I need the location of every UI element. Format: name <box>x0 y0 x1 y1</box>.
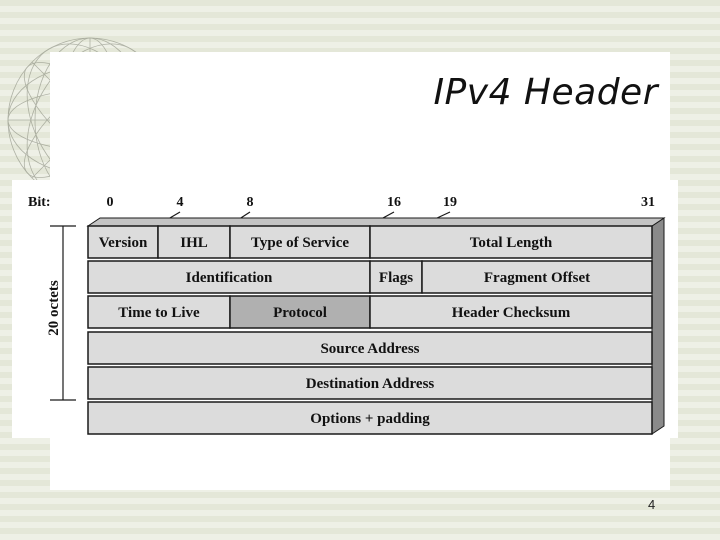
twenty-octets-label: 20 octets <box>46 280 62 336</box>
header-field-label: Source Address <box>320 341 419 357</box>
header-field-label: Protocol <box>273 305 327 321</box>
slide-title: IPv4 Header <box>433 72 658 113</box>
header-field-label: Fragment Offset <box>484 270 590 286</box>
header-field-cell <box>87 366 653 400</box>
bit-tick-label: 16 <box>387 195 401 210</box>
header-row: Time to Live Protocol Header Checksum <box>87 295 653 329</box>
header-field-label: Flags <box>379 270 413 286</box>
header-field-cell <box>369 295 653 329</box>
header-field-cell <box>87 295 231 329</box>
header-field-label: Header Checksum <box>452 305 571 321</box>
header-field-label: Total Length <box>470 235 553 251</box>
header-field-cell <box>87 331 653 365</box>
header-field-cell <box>87 225 159 259</box>
header-field-label: Destination Address <box>306 376 435 392</box>
header-field-cell <box>229 225 371 259</box>
header-row: Source Address <box>87 331 653 365</box>
header-row: Options + padding <box>87 401 653 435</box>
diagram-depth-edge <box>651 217 665 435</box>
header-row: Destination Address <box>87 366 653 400</box>
bit-tick-label: 8 <box>247 195 254 210</box>
header-field-cell <box>229 295 371 329</box>
diagram-top-edge <box>86 217 666 227</box>
header-field-cell <box>87 401 653 435</box>
header-field-cell <box>87 260 371 294</box>
header-field-cell <box>369 225 653 259</box>
header-field-label: Time to Live <box>118 305 200 321</box>
bit-tick-label: 19 <box>443 195 457 210</box>
header-field-cell <box>157 225 231 259</box>
header-field-cell <box>369 260 423 294</box>
ipv4-header-diagram: Bit: 0 4 8 16 19 31 20 octets Version IHL Type … <box>12 180 678 438</box>
header-field-label: Identification <box>186 270 273 286</box>
bit-axis-label: Bit: <box>28 195 51 210</box>
header-rows: Version IHL Type of Service Total LengthIde… <box>86 217 666 435</box>
header-field-label: Type of Service <box>251 235 349 251</box>
header-row: Version IHL Type of Service Total Length <box>87 225 653 259</box>
header-field-label: Options + padding <box>310 411 430 427</box>
header-field-label: Version <box>99 235 148 251</box>
bit-tick-label: 4 <box>177 195 184 210</box>
page-number: 4 <box>648 497 656 512</box>
header-row: Identification Flags Fragment Offset <box>87 260 653 294</box>
header-field-label: IHL <box>180 235 208 251</box>
bit-tick-label: 31 <box>641 195 655 210</box>
header-field-cell <box>421 260 653 294</box>
bit-tick-label: 0 <box>107 195 114 210</box>
size-bracket <box>50 225 76 401</box>
